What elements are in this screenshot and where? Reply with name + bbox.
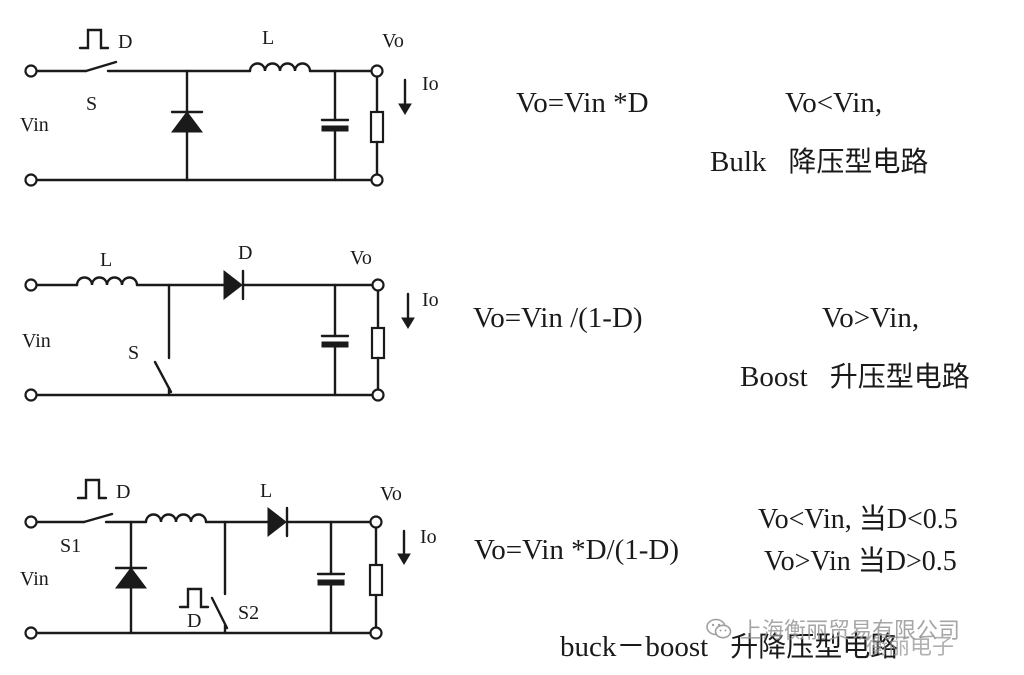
boost-type-en: Boost [740, 361, 808, 393]
buck-boost-label-d2: D [187, 610, 201, 632]
boost-load-resistor [370, 326, 386, 360]
buck-label-d: D [118, 31, 132, 53]
buck-inductor-coil [248, 62, 312, 73]
buck-label-vo: Vo [382, 30, 404, 52]
buck-boost-vo-terminal-bottom [369, 626, 383, 640]
boost-vo-terminal-top [371, 278, 385, 292]
boost-inductor-coil [75, 276, 139, 287]
boost-switch-blade [153, 360, 173, 394]
buck-label-io: Io [422, 73, 439, 95]
boost-label-vo: Vo [350, 247, 372, 269]
buck-boost-label-s2: S2 [238, 602, 259, 624]
buck-formula: Vo=Vin *D [516, 87, 649, 119]
boost-type-label: Boost 升压型电路 [740, 363, 970, 392]
buck-relation: Vo<Vin, [785, 87, 883, 119]
buck-vo-terminal-top [370, 64, 384, 78]
buck-label-vin: Vin [20, 114, 49, 136]
buck-boost-vo-terminal-top [369, 515, 383, 529]
buck-boost-circuit: D S1 L Vo Io Vin D S2 [20, 478, 437, 640]
buck-switch-blade [84, 60, 118, 73]
buck-boost-type-en: buck－boost [560, 631, 709, 663]
watermark: 上海衡丽贸易有限公司 [706, 614, 960, 644]
buck-boost-label-l: L [260, 480, 272, 502]
buck-boost-formula: Vo=Vin *D/(1-D) [474, 534, 679, 566]
boost-io-arrow-icon [401, 317, 415, 329]
buck-boost-io-arrow-icon [397, 553, 411, 565]
buck-boost-switch1-blade [82, 512, 114, 524]
buck-boost-label-s1: S1 [60, 535, 81, 557]
buck-boost-condition-1: Vo<Vin, 当D<0.5 [758, 504, 958, 535]
buck-vin-terminal-top [24, 64, 38, 78]
buck-boost-switch2-blade [210, 596, 229, 630]
boost-circuit: L D Vo Io Vin S [22, 242, 439, 402]
buck-boost-vin-terminal-top [24, 515, 38, 529]
buck-boost-output-diode-body [267, 506, 287, 538]
buck-type-en: Bulk [710, 146, 767, 178]
buck-boost-label-io: Io [420, 526, 437, 548]
boost-label-vin: Vin [22, 330, 51, 352]
boost-type-cn: 升压型电路 [829, 360, 970, 393]
buck-vin-terminal-bottom [24, 173, 38, 187]
buck-boost-vin-terminal-bottom [24, 626, 38, 640]
buck-boost-label-vo: Vo [380, 483, 402, 505]
buck-boost-inductor-coil [144, 513, 208, 524]
boost-label-d: D [238, 242, 252, 264]
buck-vo-terminal-bottom [370, 173, 384, 187]
boost-formula: Vo=Vin /(1-D) [473, 302, 643, 334]
buck-boost-label-vin: Vin [20, 568, 49, 590]
boost-vin-terminal-top [24, 278, 38, 292]
buck-boost-condition-2: Vo>Vin 当D>0.5 [764, 546, 957, 577]
buck-boost-pulse1-icon [76, 478, 108, 500]
buck-boost-type-cn: 升降压型电路 [730, 630, 899, 663]
buck-diode-body [171, 111, 203, 133]
buck-boost-label-d1: D [116, 481, 130, 503]
buck-boost-freewheel-diode-body [115, 567, 147, 589]
watermark-overlay-text: 衡丽电子 [866, 635, 955, 660]
buck-boost-pulse2-icon [178, 587, 210, 609]
boost-vin-terminal-bottom [24, 388, 38, 402]
buck-boost-load-resistor [368, 563, 384, 597]
buck-circuit: D S L Vo Io Vin [20, 27, 439, 187]
boost-label-io: Io [422, 289, 439, 311]
boost-label-l: L [100, 249, 112, 271]
buck-load-resistor [369, 110, 385, 144]
watermark-text: 上海衡丽贸易有限公司 [740, 619, 961, 644]
boost-label-s: S [128, 342, 139, 364]
boost-diode-body [223, 269, 243, 301]
buck-label-s: S [86, 93, 97, 115]
wechat-icon [706, 618, 732, 639]
buck-boost-type-label: buck－boost 升降压型电路 [560, 633, 898, 662]
buck-label-l: L [262, 27, 274, 49]
buck-type-label: Bulk 降压型电路 [710, 148, 928, 177]
boost-vo-terminal-bottom [371, 388, 385, 402]
buck-io-arrow-icon [398, 103, 412, 115]
buck-pulse-icon [78, 28, 110, 50]
buck-type-cn: 降压型电路 [788, 145, 929, 178]
boost-relation: Vo>Vin, [822, 302, 920, 334]
